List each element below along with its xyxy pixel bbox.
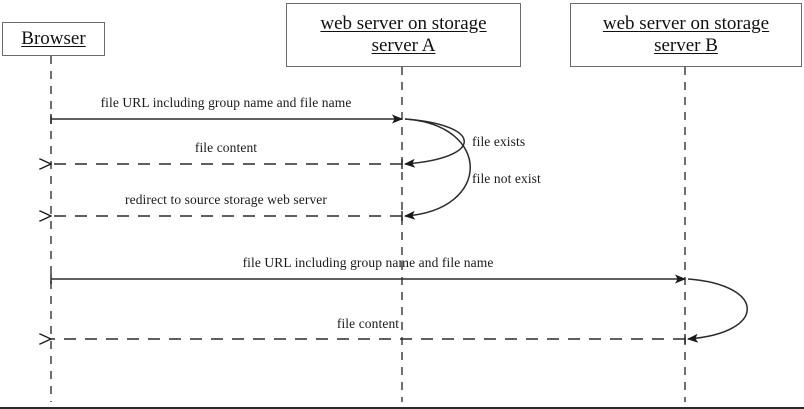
participant-box-browser[interactable]: Browser <box>2 22 105 56</box>
participant-box-server-b[interactable]: web server on storage server B <box>570 3 802 67</box>
message-label-msg-5: file content <box>336 316 400 331</box>
self-message-curve-self-file-not-exist[interactable] <box>404 118 471 220</box>
participant-box-server-a[interactable]: web server on storage server A <box>286 3 521 67</box>
message-label-msg-2: file content <box>194 140 258 155</box>
self-message-curve-self-file-exists[interactable] <box>404 118 465 168</box>
message-label-msg-3: redirect to source storage web server <box>125 192 327 207</box>
self-message-label-self-file-not-exist: file not exist <box>472 171 541 186</box>
participant-label-server-b: web server on storage server B <box>602 12 770 56</box>
self-message-curve-self-server-b-fetch[interactable] <box>687 278 748 343</box>
bottom-divider <box>0 407 804 409</box>
participant-label-server-a: web server on storage server A <box>320 12 487 56</box>
messages-group <box>51 114 686 344</box>
self-message-label-self-file-exists: file exists <box>472 134 526 149</box>
message-label-msg-1: file URL including group name and file n… <box>100 95 352 110</box>
message-label-msg-4: file URL including group name and file n… <box>242 255 494 270</box>
participant-label-browser: Browser <box>21 27 86 49</box>
self-messages-group <box>404 118 748 343</box>
